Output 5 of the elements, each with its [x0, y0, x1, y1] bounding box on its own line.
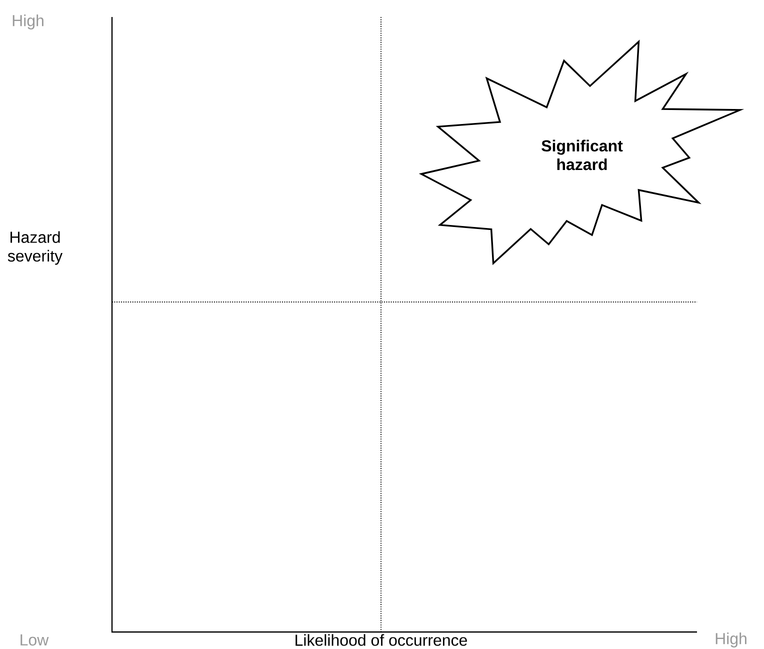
- axis-label: Hazard severity: [8, 231, 63, 265]
- axis-label: High: [12, 14, 44, 30]
- axis-label: Low: [20, 634, 49, 646]
- axis-label: High: [716, 632, 746, 648]
- axis-label: Likelihood of occurrence: [296, 634, 467, 646]
